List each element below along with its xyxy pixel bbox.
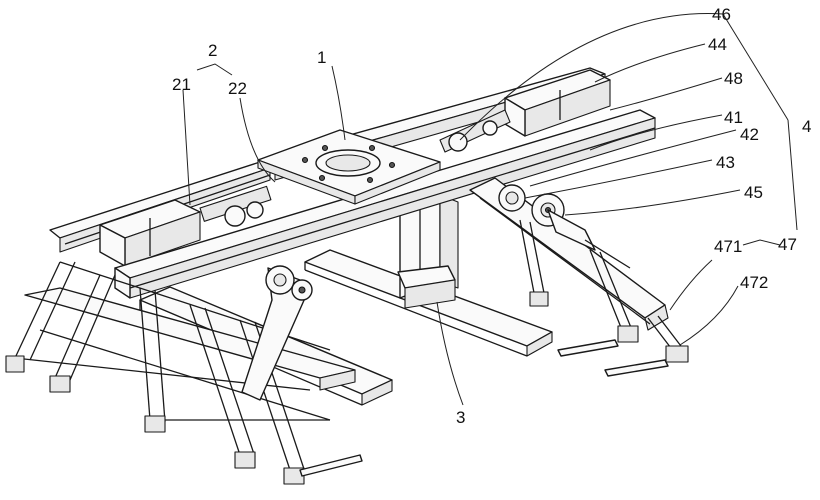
label-48: 48 (724, 69, 743, 88)
leader-lines (182, 13, 798, 406)
label-46: 46 (712, 5, 731, 24)
label-2: 2 (208, 41, 217, 60)
right-arm-rail (469, 177, 669, 331)
label-41: 41 (724, 108, 743, 127)
label-43: 43 (716, 153, 735, 172)
label-471: 471 (714, 237, 742, 256)
label-472: 472 (740, 273, 768, 292)
top-plate (257, 129, 441, 205)
right-pulley-small (498, 184, 526, 212)
label-1: 1 (317, 48, 326, 67)
label-4: 4 (802, 117, 811, 136)
label-42: 42 (740, 125, 759, 144)
main-beam-front (114, 109, 656, 299)
right-slide-cylinder (439, 69, 611, 153)
right-bars (557, 339, 669, 377)
label-3: 3 (456, 408, 465, 427)
label-47: 47 (778, 235, 797, 254)
label-21: 21 (172, 75, 191, 94)
right-legs (519, 219, 689, 363)
left-feet (5, 355, 363, 485)
left-arm-link (241, 265, 313, 401)
right-arm-link (547, 209, 631, 269)
label-22: 22 (228, 79, 247, 98)
left-slide-cylinder (99, 185, 272, 267)
reference-labels: 1 2 21 22 3 4 41 42 43 44 45 46 47 471 4… (172, 5, 811, 427)
label-44: 44 (708, 35, 727, 54)
label-45: 45 (744, 183, 763, 202)
